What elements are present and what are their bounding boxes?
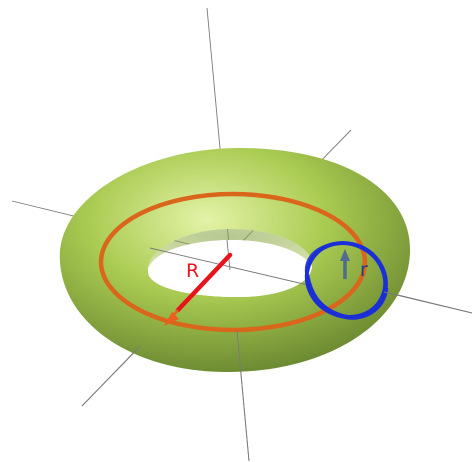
minor-radius-label: r [360, 259, 368, 281]
depth-axis-front [81, 345, 141, 407]
torus-hole-inner-shadow [148, 228, 313, 268]
major-radius-label: R [186, 260, 199, 282]
minor-radius-arrow [340, 249, 350, 279]
horizontal-axis-through-hole [149, 247, 313, 287]
major-circle [98, 191, 368, 333]
minor-circle-outline [304, 241, 388, 319]
vertical-axis-front [236, 329, 250, 462]
horizontal-axis-front [383, 291, 472, 314]
major-radius-arrow [164, 252, 233, 326]
